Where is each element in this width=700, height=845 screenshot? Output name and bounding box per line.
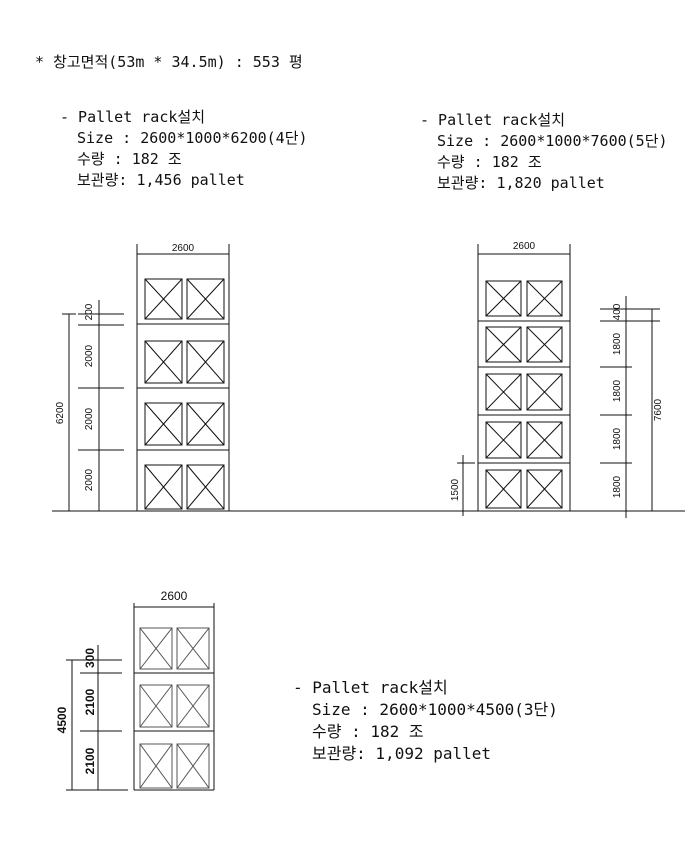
warehouse-area-note: * 창고면적(53m * 34.5m) : 553 평 <box>35 53 303 71</box>
spec-title: - Pallet rack설치 <box>60 108 206 126</box>
level-dimensions: 300 2100 2100 <box>80 645 122 790</box>
level-label: 200 <box>84 303 95 320</box>
width-label: 2600 <box>172 243 195 254</box>
spec-storage: 보관량: 1,092 pallet <box>312 744 492 763</box>
total-height-dimension: 7600 <box>646 309 664 512</box>
total-height-label: 4500 <box>55 706 69 733</box>
total-height-label: 7600 <box>653 398 664 421</box>
width-label: 2600 <box>513 241 536 252</box>
total-height-label: 6200 <box>55 401 66 424</box>
width-dimension: 2600 <box>133 589 215 622</box>
level-label: 2000 <box>84 468 95 491</box>
level-dimensions: 400 1800 1800 1800 1800 <box>600 296 660 518</box>
base-height-label: 1500 <box>450 478 461 501</box>
spec-quantity: 수량 : 182 조 <box>312 722 424 741</box>
width-label: 2600 <box>161 589 188 603</box>
spec-storage: 보관량: 1,456 pallet <box>77 171 245 189</box>
rack-a: 2600 200 2000 2000 2 <box>55 243 230 511</box>
spec-title: - Pallet rack설치 <box>420 111 566 129</box>
rack-b: 2600 1500 <box>450 241 664 518</box>
level-label: 400 <box>612 303 623 320</box>
level-label: 2000 <box>84 407 95 430</box>
width-dimension: 2600 <box>477 241 571 265</box>
level-label: 300 <box>83 648 97 668</box>
pallet-boxes <box>144 278 225 510</box>
level-label: 1800 <box>612 332 623 355</box>
spec-size: Size : 2600*1000*4500(3단) <box>312 700 558 719</box>
pallet-boxes <box>485 280 563 509</box>
level-label: 1800 <box>612 379 623 402</box>
spec-quantity: 수량 : 182 조 <box>77 150 182 168</box>
level-label: 1800 <box>612 427 623 450</box>
pallet-boxes <box>139 627 210 789</box>
level-label: 2100 <box>83 688 97 715</box>
total-height-dimension: 6200 <box>55 313 76 511</box>
spec-size: Size : 2600*1000*6200(4단) <box>77 129 308 147</box>
width-dimension: 2600 <box>136 243 230 265</box>
level-dimensions: 200 2000 2000 2000 <box>78 300 124 511</box>
level-label: 1800 <box>612 475 623 498</box>
spec-storage: 보관량: 1,820 pallet <box>437 174 605 192</box>
spec-size: Size : 2600*1000*7600(5단) <box>437 132 668 150</box>
total-height-dimension: 4500 <box>55 659 128 791</box>
base-height-dimension: 1500 <box>450 455 475 516</box>
spec-title: - Pallet rack설치 <box>293 678 448 697</box>
spec-quantity: 수량 : 182 조 <box>437 153 542 171</box>
rack-c: 2600 300 2100 2100 4500 <box>55 589 215 791</box>
level-label: 2000 <box>84 344 95 367</box>
level-label: 2100 <box>83 747 97 774</box>
